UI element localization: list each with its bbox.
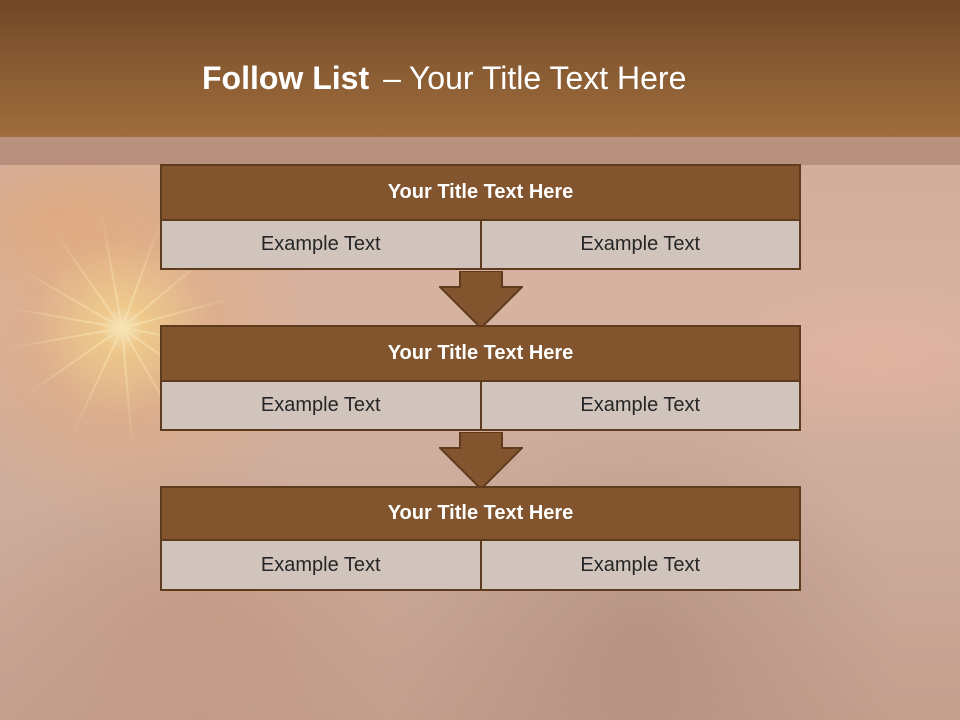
step-cell-right: Example Text [481,541,801,591]
step-cell-left: Example Text [160,221,482,270]
step-row: Example Text Example Text [160,541,801,591]
slide-title-bold: Follow List [202,60,370,96]
step-block-2: Your Title Text Here Example Text Exampl… [160,325,801,431]
step-row: Example Text Example Text [160,382,801,431]
step-cell-right: Example Text [481,382,801,431]
step-title: Your Title Text Here [160,164,801,221]
step-block-1: Your Title Text Here Example Text Exampl… [160,164,801,270]
slide-title-separator: – [383,60,401,96]
step-cell-left: Example Text [160,541,482,591]
step-cell-right: Example Text [481,221,801,270]
step-cell-left: Example Text [160,382,482,431]
step-row: Example Text Example Text [160,221,801,270]
down-arrow-icon [439,432,523,490]
slide-title: Follow List–Your Title Text Here [202,56,686,100]
down-arrow-icon [439,271,523,329]
title-bar [0,0,960,137]
title-bar-shadow [0,137,960,165]
slide-title-rest: Your Title Text Here [408,60,687,96]
step-title: Your Title Text Here [160,486,801,541]
step-title: Your Title Text Here [160,325,801,382]
step-block-3: Your Title Text Here Example Text Exampl… [160,486,801,591]
